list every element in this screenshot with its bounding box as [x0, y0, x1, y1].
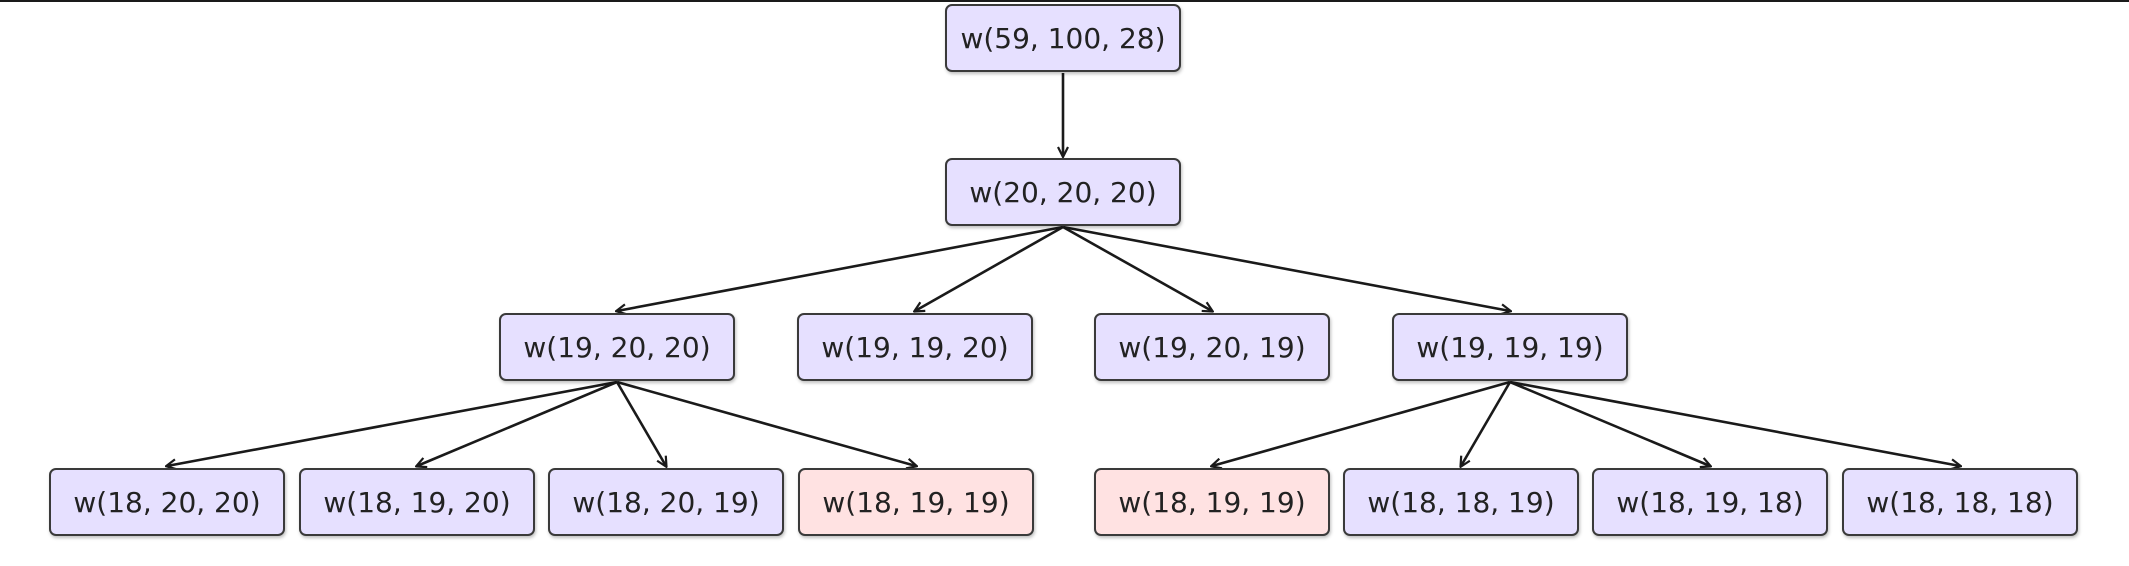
- tree-node: w(18, 18, 19): [1343, 468, 1579, 536]
- tree-edge-arrow: [1062, 225, 1212, 311]
- tree-edge-arrow: [617, 225, 1064, 311]
- tree-node: w(18, 19, 19): [798, 468, 1034, 536]
- tree-edge-arrow: [1509, 380, 1960, 466]
- tree-edge-arrow: [1461, 381, 1512, 466]
- tree-node: w(18, 19, 19): [1094, 468, 1330, 536]
- tree-edge-arrow: [1062, 225, 1510, 311]
- tree-node: w(18, 18, 18): [1842, 468, 2078, 536]
- tree-node: w(20, 20, 20): [945, 158, 1181, 226]
- tree-node: w(19, 20, 19): [1094, 313, 1330, 381]
- top-rule: [0, 0, 2129, 2]
- tree-node: w(18, 19, 20): [299, 468, 535, 536]
- tree-node: w(59, 100, 28): [945, 4, 1181, 72]
- tree-edge-arrow: [167, 380, 618, 466]
- tree-edge-arrow: [915, 225, 1064, 311]
- tree-node: w(19, 19, 19): [1392, 313, 1628, 381]
- tree-edge-arrow: [616, 380, 916, 466]
- tree-node: w(18, 19, 18): [1592, 468, 1828, 536]
- tree-edge-arrow: [1509, 380, 1710, 466]
- tree-node: w(18, 20, 20): [49, 468, 285, 536]
- tree-edge-arrow: [417, 380, 618, 466]
- tree-edge-arrow: [1212, 380, 1511, 466]
- tree-node: w(19, 20, 20): [499, 313, 735, 381]
- tree-node: w(19, 19, 20): [797, 313, 1033, 381]
- tree-node: w(18, 20, 19): [548, 468, 784, 536]
- tree-edge-arrow: [615, 381, 666, 466]
